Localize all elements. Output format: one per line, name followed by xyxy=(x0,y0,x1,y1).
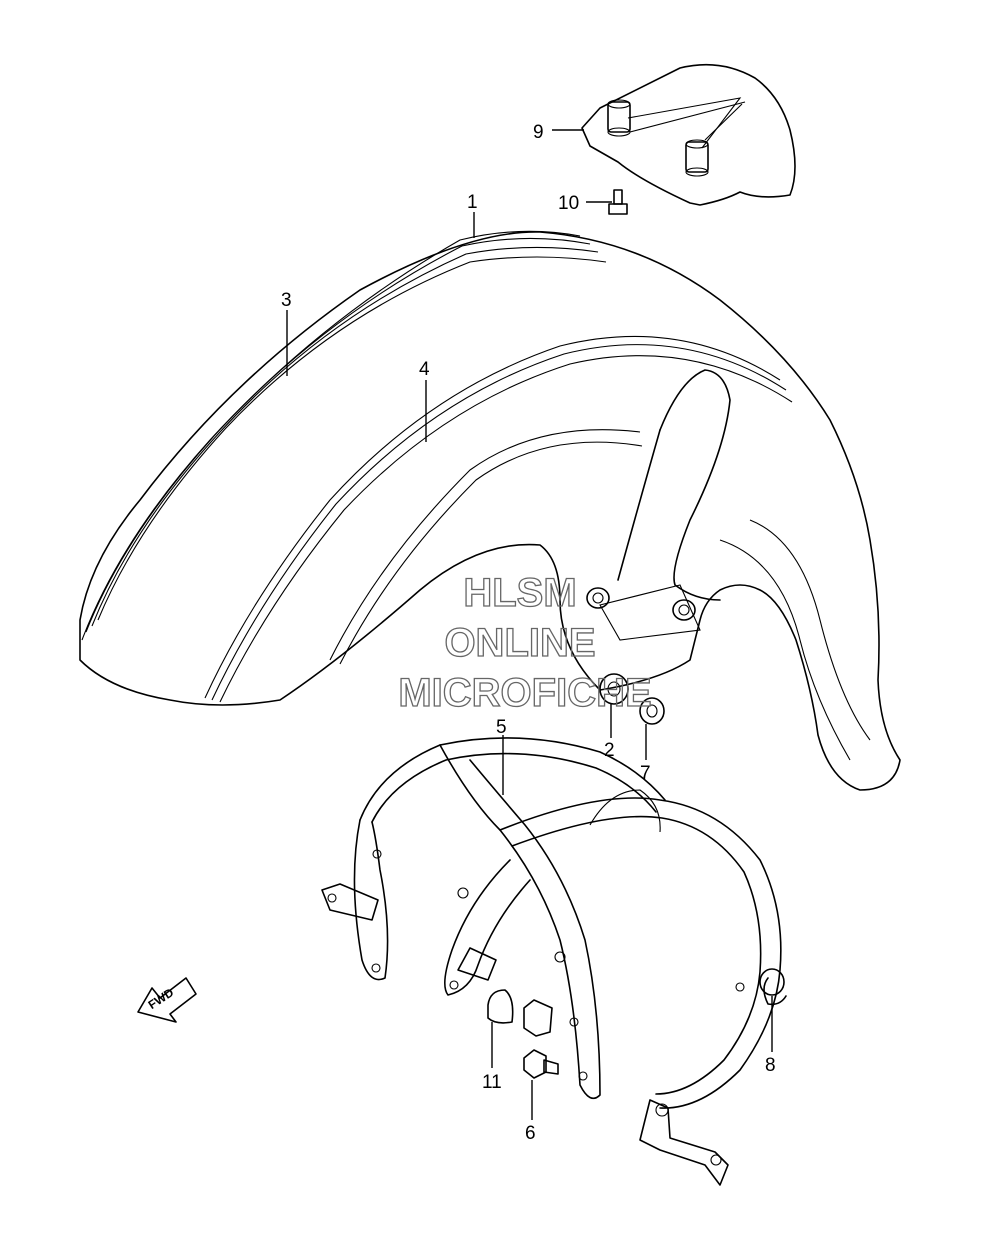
bolt-part-10 xyxy=(608,189,628,215)
watermark-line-2: ONLINE xyxy=(444,621,595,665)
callout-11: 11 xyxy=(482,1072,502,1093)
fender-brace-part xyxy=(321,737,782,1186)
rubber-block-part-11 xyxy=(487,989,514,1024)
callout-1: 1 xyxy=(467,192,478,213)
callout-10: 10 xyxy=(558,193,579,214)
watermark-line-1: HLSM xyxy=(463,571,576,615)
callout-5: 5 xyxy=(496,717,507,738)
callout-8: 8 xyxy=(765,1055,776,1076)
washer-part-2 xyxy=(599,673,629,705)
cushion-part-7 xyxy=(639,697,665,725)
callout-6: 6 xyxy=(525,1123,536,1144)
callout-9: 9 xyxy=(533,122,544,143)
fwd-direction-arrow: FWD xyxy=(137,977,197,1023)
bolt-part-6 xyxy=(523,1049,559,1079)
callout-7: 7 xyxy=(640,763,651,784)
callout-2: 2 xyxy=(604,740,615,761)
grommet-part-8 xyxy=(759,968,787,1006)
callout-4: 4 xyxy=(419,359,430,380)
watermark-line-3: MICROFICHE xyxy=(398,671,651,715)
front-fender-part xyxy=(79,230,901,791)
callout-3: 3 xyxy=(281,290,292,311)
mounting-plate-part xyxy=(581,63,796,206)
small-bracket xyxy=(523,999,553,1037)
